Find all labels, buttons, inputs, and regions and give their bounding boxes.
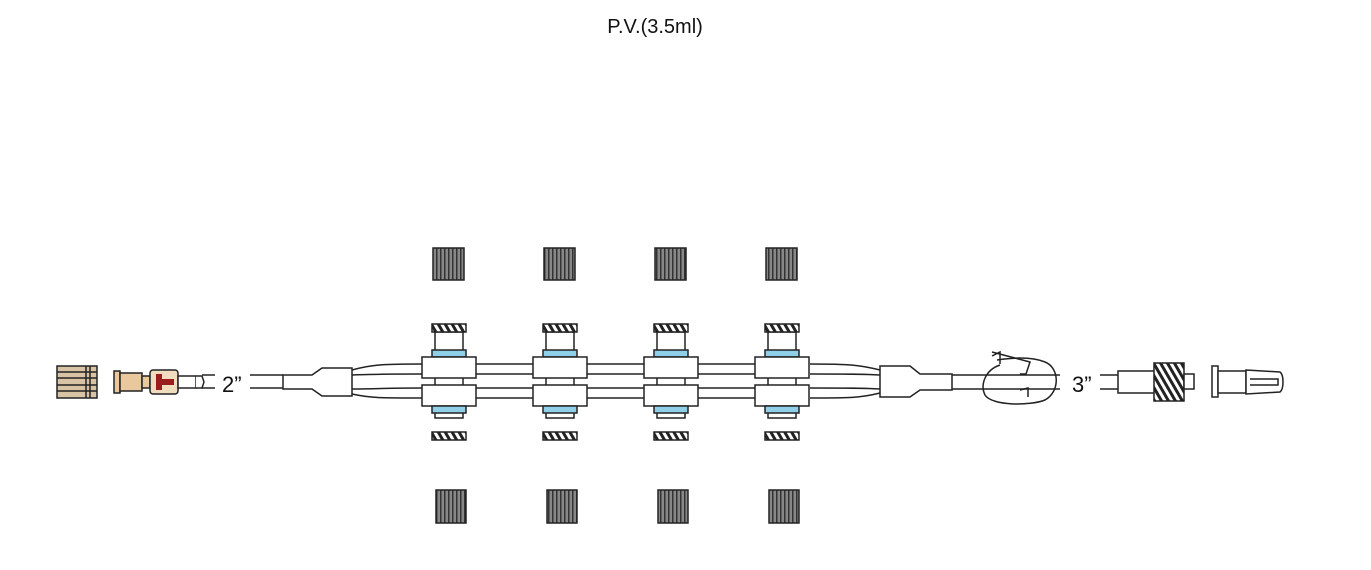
bottom-valve-band	[653, 405, 689, 414]
bottom-luer-thread	[542, 431, 578, 441]
upper-valve-body	[754, 356, 810, 379]
lower-valve-body	[532, 384, 588, 407]
top-valve-band	[653, 349, 689, 358]
left-length-label: 2”	[222, 372, 242, 397]
top-luer-thread	[764, 323, 800, 333]
bottom-luer-thread	[653, 431, 689, 441]
left-end-cap	[56, 365, 98, 399]
lower-valve-body	[754, 384, 810, 407]
valve-port	[532, 247, 588, 524]
lower-valve-body	[643, 384, 699, 407]
left-luer-connector	[113, 369, 215, 395]
pinch-clamp	[982, 350, 1057, 405]
bottom-valve-band	[764, 405, 800, 414]
manifold-tubes	[476, 363, 758, 399]
bottom-dust-cap	[546, 489, 578, 524]
bottom-valve-band	[542, 405, 578, 414]
right-length-label: 3”	[1072, 372, 1092, 397]
valve-port	[421, 247, 477, 524]
top-luer-thread	[653, 323, 689, 333]
upper-valve-body	[532, 356, 588, 379]
top-dust-cap	[765, 247, 798, 281]
bottom-dust-cap	[435, 489, 467, 524]
top-luer-thread	[431, 323, 467, 333]
right-end-cap	[1211, 365, 1284, 398]
top-valve-band	[764, 349, 800, 358]
right-tube	[809, 363, 1060, 399]
top-luer-thread	[542, 323, 578, 333]
bottom-luer-thread	[431, 431, 467, 441]
top-valve-band	[431, 349, 467, 358]
right-luer-connector	[1100, 362, 1195, 402]
upper-valve-body	[643, 356, 699, 379]
bottom-dust-cap	[768, 489, 800, 524]
lower-valve-body	[421, 384, 477, 407]
top-valve-band	[542, 349, 578, 358]
valve-port	[643, 247, 699, 524]
top-dust-cap	[654, 247, 687, 281]
upper-valve-body	[421, 356, 477, 379]
top-dust-cap	[432, 247, 465, 281]
bottom-dust-cap	[657, 489, 689, 524]
left-tube	[250, 363, 423, 399]
valve-port	[754, 247, 810, 524]
bottom-luer-thread	[764, 431, 800, 441]
diagram-title: P.V.(3.5ml)	[607, 16, 703, 38]
top-dust-cap	[543, 247, 576, 281]
bottom-valve-band	[431, 405, 467, 414]
